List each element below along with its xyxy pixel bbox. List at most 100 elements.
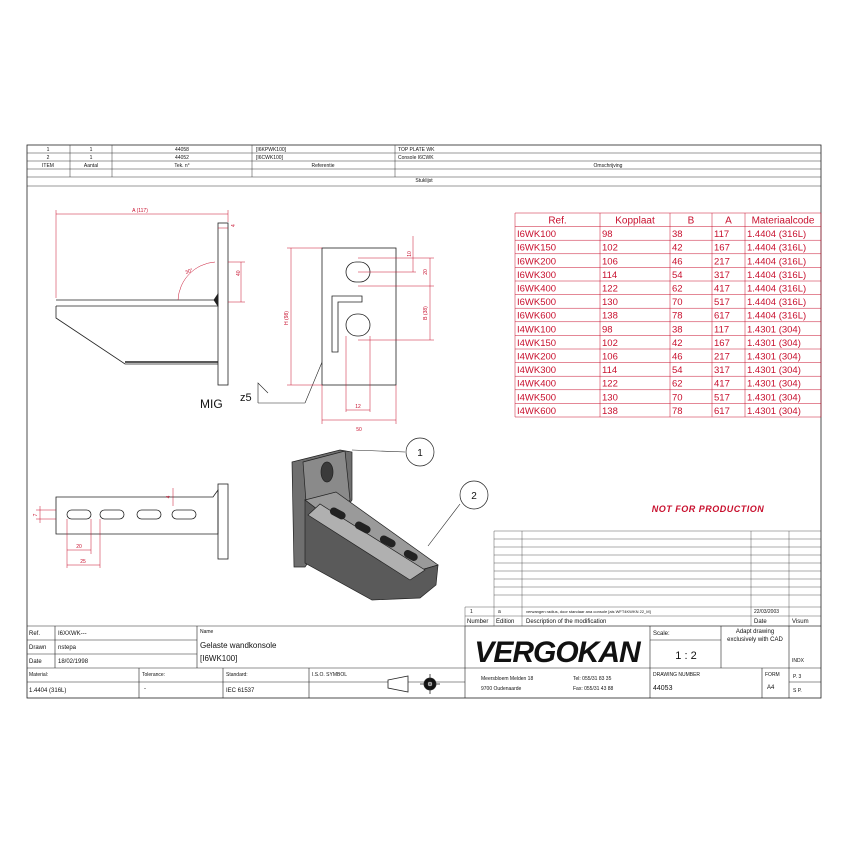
bom-row2-desc: Console I6CWK — [398, 155, 434, 161]
balloon-1: 1 — [405, 437, 435, 467]
ref-table-cell: I4WK100 — [517, 324, 556, 335]
title-drawn-label: Drawn — [29, 645, 46, 651]
ref-table-cell: 517 — [714, 297, 730, 308]
ref-table-cell: I6WK150 — [517, 243, 556, 254]
ref-table-cell: I4WK400 — [517, 379, 556, 390]
form-label: FORM — [765, 672, 780, 678]
weld-size: z5 — [240, 392, 252, 404]
title-name-label: Name — [200, 629, 214, 635]
ref-table-header: A — [725, 216, 732, 227]
weld-symbol — [257, 354, 326, 404]
ref-table-cell: 117 — [714, 229, 729, 240]
ref-table-cell: 78 — [672, 311, 683, 322]
ref-table-cell: 167 — [714, 243, 730, 254]
revision-header-date: Date — [754, 619, 767, 625]
ref-table-cell: 1.4301 (304) — [747, 338, 801, 349]
isometric-view — [291, 449, 439, 601]
ref-table-cell: I4WK150 — [517, 338, 556, 349]
title-name-line1: Gelaste wandkonsole — [200, 641, 277, 650]
fax: Fax: 055/31 43 88 — [573, 686, 614, 692]
ref-table-header: B — [688, 216, 695, 227]
ref-table-cell: 317 — [714, 365, 730, 376]
ref-table-cell: 1.4404 (316L) — [747, 311, 806, 322]
ref-table-cell: 102 — [602, 338, 618, 349]
dim-b-label: B (38) — [423, 306, 429, 320]
bom-row2-item: 2 — [47, 155, 50, 161]
front-view — [321, 247, 397, 386]
top-view — [55, 483, 229, 560]
bom-row2-ref: [I6CWK100] — [256, 155, 284, 161]
ref-table-cell: 98 — [602, 229, 613, 240]
ref-table-cell: 106 — [602, 352, 618, 363]
drawing-frame — [26, 144, 822, 699]
ref-table-cell: 217 — [714, 352, 730, 363]
vergokan-logo: VERGOKAN — [474, 636, 643, 669]
ref-table-cell: 62 — [672, 284, 683, 295]
bom-row1-desc: TOP PLATE WK — [398, 147, 435, 153]
ref-table-cell: 1.4301 (304) — [747, 365, 801, 376]
page-count: S P. — [793, 688, 802, 694]
iso-symbol-label: I.S.O. SYMBOL — [312, 672, 347, 678]
ref-table-cell: 1.4301 (304) — [747, 352, 801, 363]
logo-text: VERGOKAN — [474, 636, 642, 669]
bom-header-ref: Referentie — [311, 163, 334, 169]
drawing-number-label: DRAWING NUMBER — [653, 672, 700, 678]
ref-table-cell: 38 — [672, 324, 683, 335]
bom-row2-tek: 44052 — [175, 155, 189, 161]
tel: Tel: 055/31 83 35 — [573, 676, 612, 682]
dim-s7-label: 7 — [33, 513, 39, 516]
ref-table-cell: I6WK500 — [517, 297, 556, 308]
weld-process: MIG — [200, 397, 223, 411]
ref-table-cell: 617 — [714, 406, 730, 417]
ref-table-cell: I4WK300 — [517, 365, 556, 376]
dim-h-label: H (98) — [284, 311, 290, 325]
ref-table-cell: 130 — [602, 297, 618, 308]
dim-t-label: 4 — [231, 224, 237, 227]
ref-table-cell: 1.4301 (304) — [747, 406, 801, 417]
ref-table-cell: 317 — [714, 270, 730, 281]
revision-date: 22/03/2003 — [754, 609, 779, 615]
bom-header-qty: Aantal — [84, 163, 98, 169]
ref-table-cell: 167 — [714, 338, 730, 349]
ref-table-cell: I6WK600 — [517, 311, 556, 322]
ref-table-cell: 54 — [672, 270, 683, 281]
ref-table-cell: 42 — [672, 243, 683, 254]
ref-table-cell: 1.4404 (316L) — [747, 297, 806, 308]
balloon-1-label: 1 — [417, 448, 423, 459]
not-for-production-watermark: NOT FOR PRODUCTION — [652, 504, 765, 514]
side-view — [55, 222, 229, 386]
ref-table-cell: 1.4404 (316L) — [747, 243, 806, 254]
balloon-leaders — [351, 449, 461, 547]
ref-table-cell: 1.4301 (304) — [747, 392, 801, 403]
bom-header-item: ITEM — [42, 163, 54, 169]
ref-table-cell: 70 — [672, 297, 683, 308]
balloon-2: 2 — [459, 480, 489, 510]
ref-table-cell: 138 — [602, 406, 618, 417]
index-label: INDX — [792, 658, 805, 664]
bom-row2-qty: 1 — [90, 155, 93, 161]
front-view-dimensions — [287, 236, 434, 424]
ref-table-cell: 54 — [672, 365, 683, 376]
ref-table-header: Materiaalcode — [752, 216, 815, 227]
title-date-value: 18/02/1998 — [58, 659, 89, 665]
dim-a-label: A (117) — [132, 208, 148, 214]
material-value: 1.4404 (316L) — [29, 688, 66, 694]
revision-header-number: Number — [467, 619, 488, 625]
revision-edition: a — [498, 609, 501, 615]
revision-header-visum: Visum — [792, 619, 809, 625]
bom-header-desc: Omschrijving — [594, 163, 623, 169]
address-line1: Meersbloem Melden 18 — [481, 676, 533, 682]
ref-table-cell: 1.4301 (304) — [747, 379, 801, 390]
standard-label: Standard: — [226, 672, 248, 678]
title-block-grid — [27, 625, 821, 698]
page-number: P. 3 — [793, 674, 801, 680]
ref-table-cell: 138 — [602, 311, 618, 322]
ref-table-header: Kopplaat — [615, 216, 655, 227]
ref-table-cell: 1.4404 (316L) — [747, 270, 806, 281]
ref-table-cell: 46 — [672, 352, 683, 363]
dim-20-label: 20 — [423, 269, 429, 275]
ref-table-cell: 1.4404 (316L) — [747, 256, 806, 267]
scale-value: 1 : 2 — [675, 650, 696, 662]
ref-table-cell: 114 — [602, 365, 617, 376]
